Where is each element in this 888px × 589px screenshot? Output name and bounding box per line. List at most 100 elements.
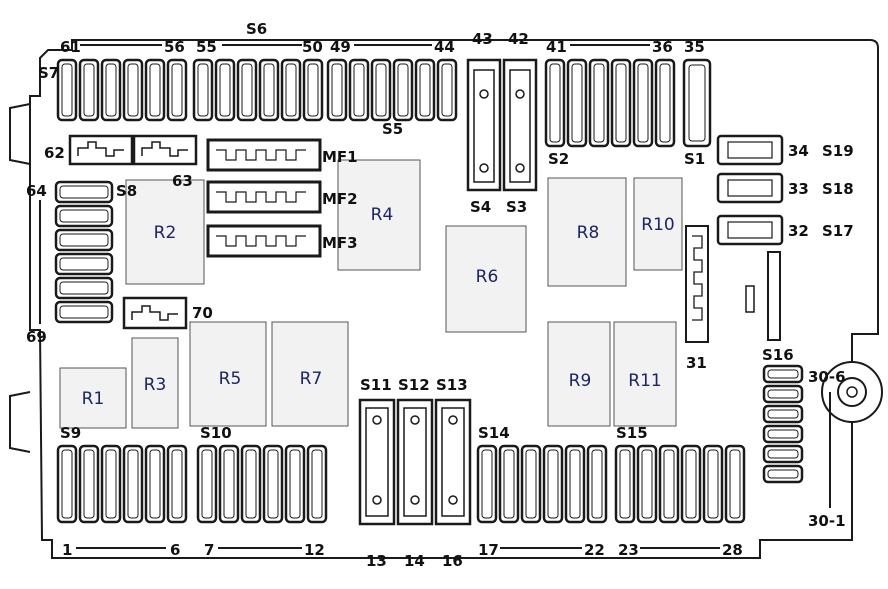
fuse-group-s5 [326, 58, 458, 122]
label-34: 34 [788, 142, 809, 160]
fuse-s15-fuse-6-blade [729, 449, 741, 519]
fuse-s6-fuse-5-blade [285, 63, 297, 117]
fuse-s2-fuse-5 [632, 58, 654, 148]
fuse-s9-fuse-6-blade [171, 449, 183, 519]
label-55: 55 [196, 38, 217, 56]
fuse-s6-fuse-4 [258, 58, 280, 122]
fuse-s7-fuse-2 [78, 58, 100, 122]
label-70: 70 [192, 304, 213, 322]
fuse-group-s14 [476, 444, 608, 524]
fuse-s10-fuse-2 [218, 444, 240, 524]
fuse-group-s10 [196, 444, 328, 524]
fuse-s9-fuse-1-blade [61, 449, 73, 519]
label-s6: S6 [246, 20, 267, 38]
fuse-s5-fuse-5-blade [419, 63, 431, 117]
label-s12: S12 [398, 376, 430, 394]
fuse-s2-fuse-6-blade [659, 63, 671, 143]
label-44: 44 [434, 38, 455, 56]
relay-r2 [125, 179, 205, 285]
label-s3: S3 [506, 198, 527, 216]
fuse-s15-fuse-2 [636, 444, 658, 524]
fuse-s5-fuse-1 [326, 58, 348, 122]
fuse-s7-fuse-4-blade [127, 63, 139, 117]
fuse-s14-fuse-4 [542, 444, 564, 524]
fuse-s8-fuse-3 [54, 228, 114, 252]
relay-r4-label: R4 [371, 205, 394, 225]
fuse-s15-fuse-3 [658, 444, 680, 524]
fuse-s15-fuse-2-blade [641, 449, 653, 519]
left-mount-bracket-top [9, 103, 31, 165]
fuse-s10-fuse-6-blade [311, 449, 323, 519]
fuse-group-s8 [54, 180, 114, 324]
label-s8: S8 [116, 182, 137, 200]
label-13: 13 [366, 552, 387, 570]
connector-31 [685, 225, 709, 343]
fuse-s11 [358, 398, 396, 526]
fuse-s6-fuse-6 [302, 58, 324, 122]
fuse-s16-fuse-5 [762, 444, 804, 464]
fuse-s5-fuse-2-blade [353, 63, 365, 117]
battery-terminal-stud [821, 361, 883, 423]
fuse-s14-fuse-1-blade [481, 449, 493, 519]
connector-62 [68, 134, 134, 166]
label-s19: S19 [822, 142, 854, 160]
fuse-s5-fuse-6-blade [441, 63, 453, 117]
fuse-s10-fuse-4 [262, 444, 284, 524]
fuse-s7-fuse-5 [144, 58, 166, 122]
fuse-s1 [682, 58, 712, 148]
fuse-s5-fuse-4-blade [397, 63, 409, 117]
fuse-s14-fuse-5 [564, 444, 586, 524]
fuse-s16-fuse-3-blade [767, 409, 799, 419]
label-s11: S11 [360, 376, 392, 394]
fuse-s9-fuse-3-blade [105, 449, 117, 519]
megafuse-mf3 [206, 224, 322, 258]
fuse-group-s6 [192, 58, 324, 122]
relay-r6 [445, 225, 527, 333]
fuse-s15-fuse-6 [724, 444, 746, 524]
label-28: 28 [722, 541, 743, 559]
fuse-s16-fuse-6-blade [767, 469, 799, 479]
label-61: 61 [60, 38, 81, 56]
relay-r8 [547, 177, 627, 287]
fuse-s8-fuse-5 [54, 276, 114, 300]
fuse-group-s16 [762, 364, 804, 484]
fuse-s6-fuse-5 [280, 58, 302, 122]
label-62: 62 [44, 144, 65, 162]
fuse-s9-fuse-5-blade [149, 449, 161, 519]
label-s9: S9 [60, 424, 81, 442]
fuse-s5-fuse-6 [436, 58, 458, 122]
fuse-s8-fuse-2 [54, 204, 114, 228]
left-mount-bracket-bottom [9, 391, 31, 453]
label-42: 42 [508, 30, 529, 48]
fuse-s10-fuse-2-blade [223, 449, 235, 519]
label-s5: S5 [382, 120, 403, 138]
fuse-s6-fuse-1 [192, 58, 214, 122]
fuse-group-s15 [614, 444, 746, 524]
fuse-s9-fuse-6 [166, 444, 188, 524]
fuse-s9-fuse-4-blade [127, 449, 139, 519]
fuse-s6-fuse-4-blade [263, 63, 275, 117]
relay-r10-label: R10 [641, 215, 674, 235]
fuse-s7-fuse-1-blade [61, 63, 73, 117]
label-s4: S4 [470, 198, 491, 216]
fuse-s6-fuse-1-blade [197, 63, 209, 117]
relay-r11-label: R11 [628, 371, 661, 391]
label-1: 1 [62, 541, 72, 559]
fuse-s9-fuse-3 [100, 444, 122, 524]
fuse-s2-fuse-3 [588, 58, 610, 148]
label-63: 63 [172, 172, 193, 190]
label-50: 50 [302, 38, 323, 56]
relay-r5 [189, 321, 267, 427]
relay-r11 [613, 321, 677, 427]
fuse-s1-inner [688, 64, 706, 142]
fuse-s14-fuse-4-blade [547, 449, 559, 519]
label-14: 14 [404, 552, 425, 570]
relay-r7 [271, 321, 349, 427]
fuse-s8-fuse-1-blade [59, 185, 109, 199]
label-s14: S14 [478, 424, 510, 442]
fuse-s14-fuse-3 [520, 444, 542, 524]
relay-r10 [633, 177, 683, 271]
fuse-s5-fuse-5 [414, 58, 436, 122]
megafuse-mf2 [206, 180, 322, 214]
